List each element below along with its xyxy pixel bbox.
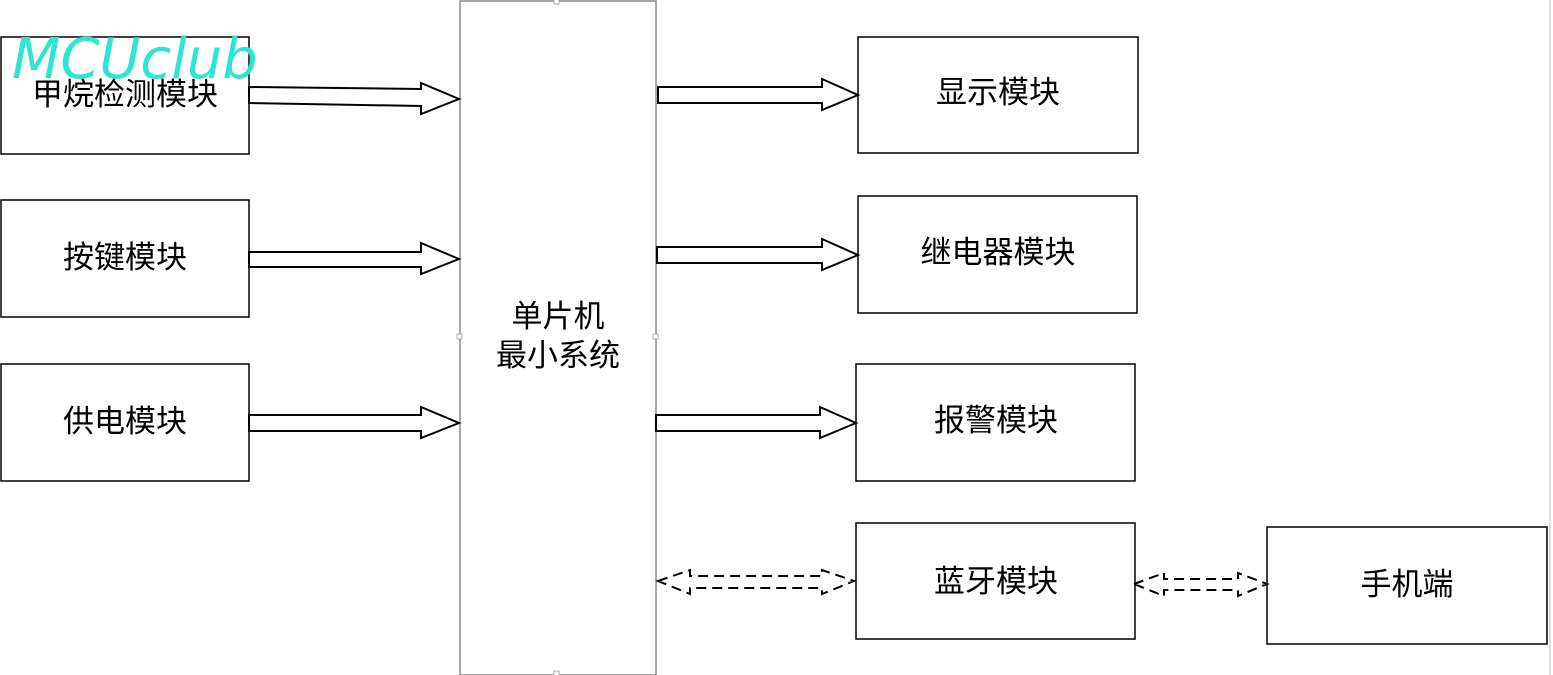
power-module: 供电模块 (0, 363, 250, 482)
arrow-methane-to-mcu (248, 81, 462, 116)
arrow-power-to-mcu (248, 405, 462, 440)
watermark-logo: MCUclub (12, 27, 258, 92)
phone-module: 手机端 (1266, 526, 1548, 645)
mcu-label-line2: 最小系统 (496, 338, 620, 374)
relay-label: 继电器模块 (921, 235, 1076, 271)
power-label: 供电模块 (63, 404, 187, 440)
mcu-label-line1: 单片机 (512, 299, 605, 335)
methane-detection-module: 甲烷检测模块 (0, 36, 250, 155)
arrow-keypad-to-mcu (248, 241, 462, 276)
bluetooth-label: 蓝牙模块 (934, 564, 1058, 600)
mcu-block: 单片机 最小系统 (456, 0, 659, 675)
keypad-module: 按键模块 (0, 199, 250, 318)
arrow-mcu-to-relay (656, 237, 861, 272)
display-label: 显示模块 (936, 75, 1060, 111)
alarm-module: 报警模块 (855, 363, 1136, 482)
alarm-label: 报警模块 (934, 403, 1058, 439)
arrow-bluetooth-phone-bidirectional (1131, 571, 1270, 598)
bluetooth-module: 蓝牙模块 (855, 522, 1136, 640)
relay-module: 继电器模块 (857, 195, 1138, 314)
display-module: 显示模块 (857, 36, 1139, 154)
arrow-mcu-to-display (657, 77, 861, 112)
arrow-mcu-to-alarm (655, 405, 859, 440)
arrow-mcu-bluetooth-bidirectional (655, 568, 857, 596)
phone-label: 手机端 (1361, 567, 1454, 603)
methane-detection-label: 甲烷检测模块 (32, 77, 218, 113)
keypad-label: 按键模块 (63, 240, 187, 276)
